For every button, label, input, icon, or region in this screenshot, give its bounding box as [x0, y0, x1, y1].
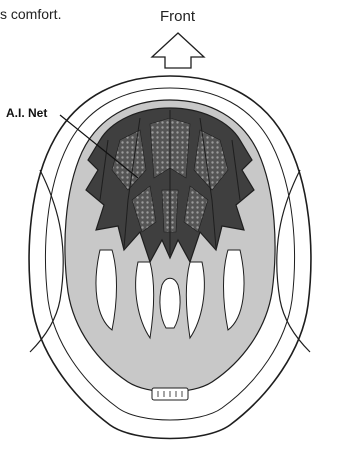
front-arrow-icon — [152, 33, 204, 68]
